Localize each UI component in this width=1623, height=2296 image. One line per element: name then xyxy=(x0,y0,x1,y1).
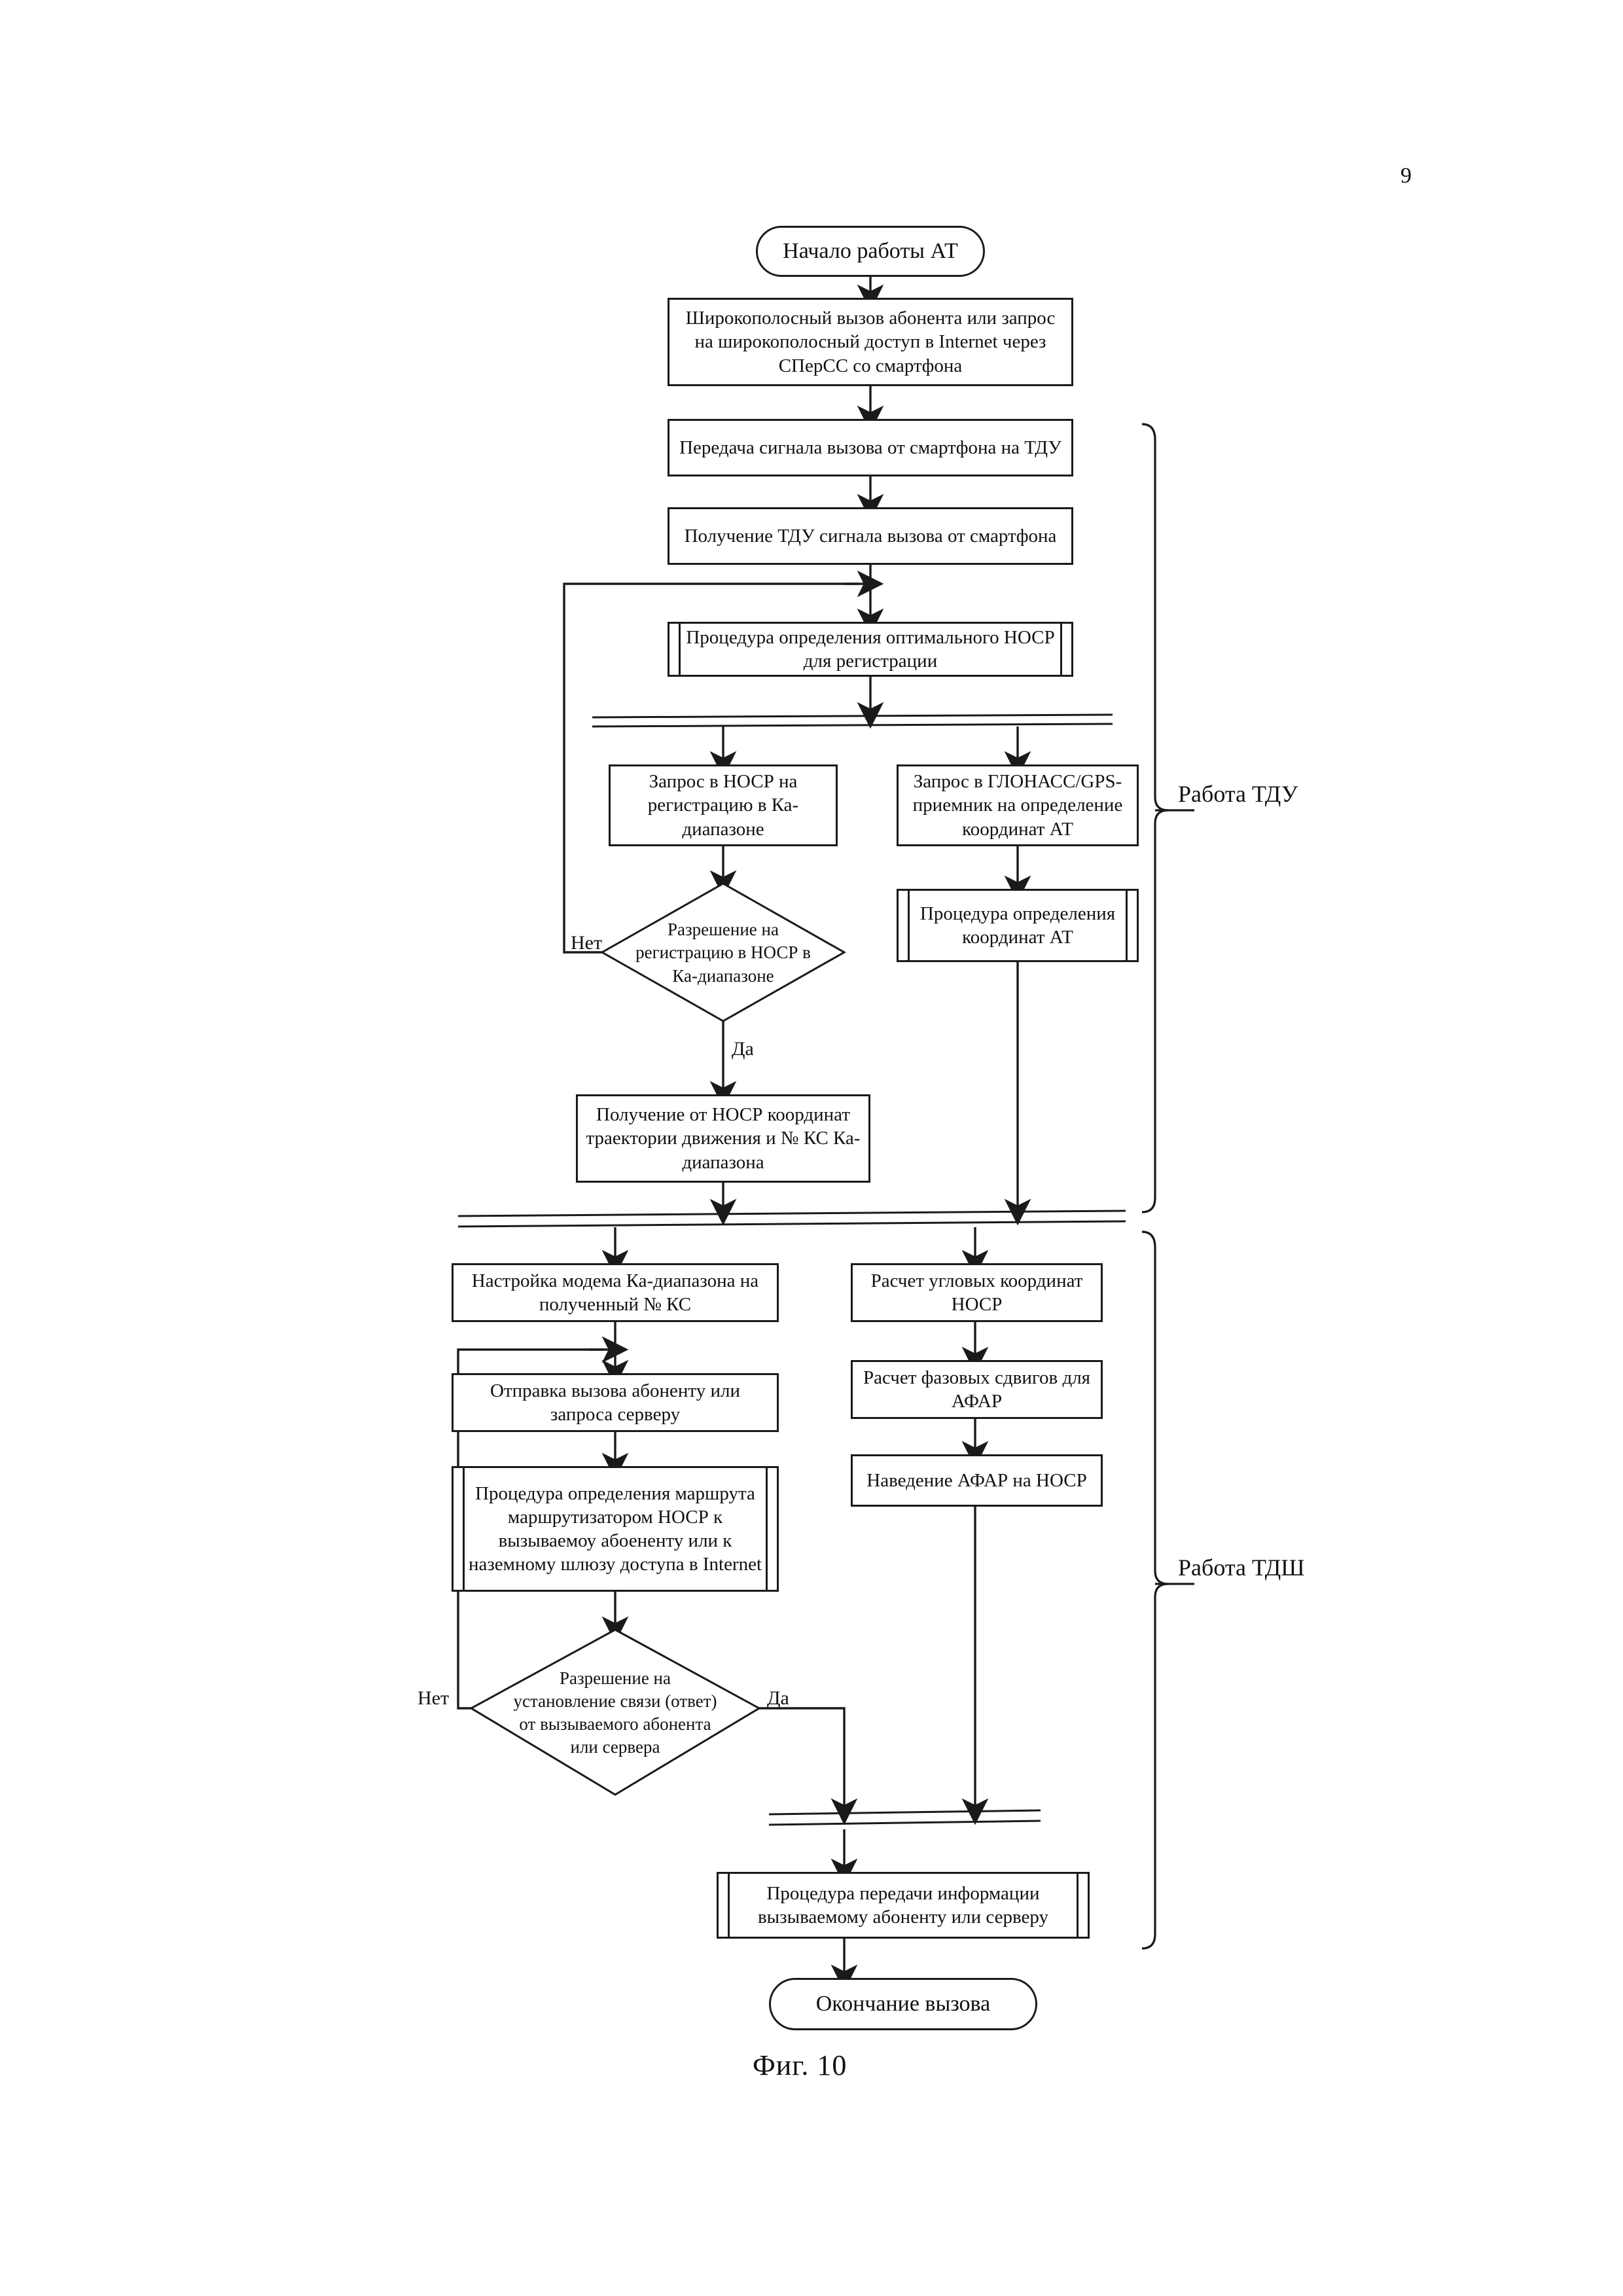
node-request-glonass-gps: Запрос в ГЛОНАСС/GPS-приемник на определ… xyxy=(897,764,1139,846)
node-optimal-nosr-procedure: Процедура определения оптимального НОСР … xyxy=(668,622,1073,677)
node-tdu-receive-signal: Получение ТДУ сигнала вызова от смартфон… xyxy=(668,507,1073,565)
brace-label-tdu: Работа ТДУ xyxy=(1178,781,1298,807)
node-tune-ka-modem: Настройка модема Ка-диапазона на получен… xyxy=(452,1263,779,1322)
edge-label-link-yes: Да xyxy=(767,1687,789,1709)
node-send-signal-to-tdu: Передача сигнала вызова от смартфона на … xyxy=(668,419,1073,476)
node-information-transfer-procedure: Процедура передачи информации вызываемом… xyxy=(717,1872,1090,1939)
figure-caption: Фиг. 10 xyxy=(753,2049,847,2081)
node-start: Начало работы АТ xyxy=(756,226,985,277)
edge-label-link-no: Нет xyxy=(418,1687,450,1709)
node-get-nosr-coordinates: Получение от НОСР координат траектории д… xyxy=(576,1094,870,1183)
edge-label-registration-yes: Да xyxy=(732,1038,754,1060)
brace-label-tdsh: Работа ТДШ xyxy=(1178,1554,1305,1581)
node-aim-afar-at-nosr: Наведение АФАР на НОСР xyxy=(851,1454,1103,1507)
node-end-call: Окончание вызова xyxy=(769,1978,1037,2030)
node-send-call-or-request: Отправка вызова абоненту или запроса сер… xyxy=(452,1373,779,1432)
node-calc-angular-coordinates: Расчет угловых координат НОСР xyxy=(851,1263,1103,1322)
page-number: 9 xyxy=(1400,164,1412,188)
decision-diamond xyxy=(469,882,847,1796)
edge-label-registration-no: Нет xyxy=(571,932,603,954)
node-broadband-call: Широкополосный вызов абонента или запрос… xyxy=(668,298,1073,386)
node-decision-link-allowed: Разрешение на установление связи (ответ)… xyxy=(513,1668,717,1757)
node-request-nosr-registration: Запрос в НОСР на регистрацию в Ка-диапаз… xyxy=(609,764,838,846)
node-calc-phase-shifts: Расчет фазовых сдвигов для АФАР xyxy=(851,1360,1103,1419)
fork-bar xyxy=(457,713,1126,1826)
node-route-determination-procedure: Процедура определения маршрута маршрутиз… xyxy=(452,1466,779,1592)
section-brace xyxy=(1141,423,1194,1950)
node-coordinate-determination-procedure: Процедура определения координат АТ xyxy=(897,889,1139,962)
node-decision-registration-allowed: Разрешение на регистрацию в НОСР в Ка-ди… xyxy=(635,920,811,986)
